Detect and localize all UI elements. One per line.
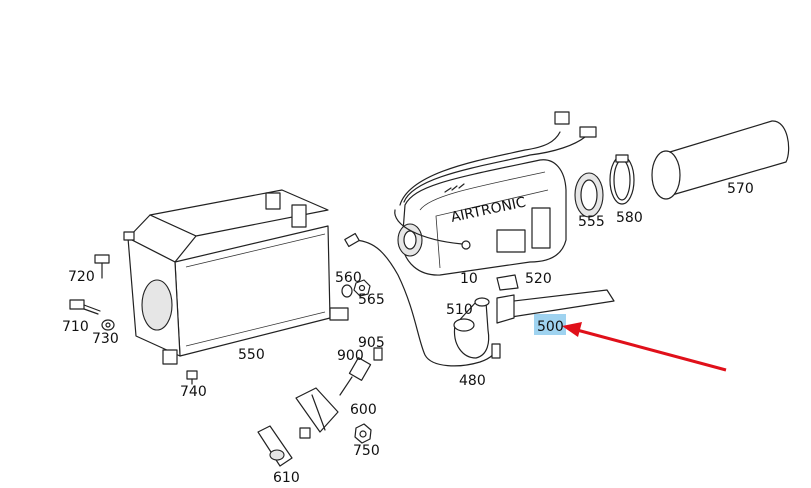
label-560: 560	[335, 270, 362, 286]
intake-hose-510[interactable]	[453, 297, 490, 359]
label-550: 550	[238, 347, 265, 363]
label-730: 730	[92, 331, 119, 347]
label-580: 580	[616, 210, 643, 226]
fuel-line-480[interactable]	[344, 232, 501, 367]
heater-unit-10[interactable]: AIRTRONIC	[394, 159, 567, 276]
part-500-highlight	[534, 314, 566, 335]
nut-750[interactable]	[354, 423, 372, 444]
air-duct-570[interactable]	[651, 120, 790, 200]
label-565: 565	[358, 292, 385, 308]
bolt-710[interactable]	[69, 299, 101, 315]
label-740: 740	[180, 384, 207, 400]
screw-720[interactable]	[94, 254, 110, 279]
clip-520[interactable]	[496, 274, 519, 291]
exhaust-pipe-500[interactable]	[496, 289, 615, 324]
fuel-pump-900[interactable]	[339, 357, 372, 396]
label-720: 720	[68, 269, 95, 285]
clamp-ring-555[interactable]	[574, 172, 604, 218]
hose-clamp-580[interactable]	[609, 154, 635, 205]
pump-bracket-600[interactable]	[295, 387, 339, 439]
label-570: 570	[727, 181, 754, 197]
washer-730[interactable]	[101, 319, 115, 331]
label-710: 710	[62, 319, 89, 335]
nut-565[interactable]	[353, 279, 371, 297]
label-480: 480	[459, 373, 486, 389]
screw-740[interactable]	[186, 370, 198, 385]
label-750: 750	[353, 443, 380, 459]
label-900: 900	[337, 348, 364, 364]
label-500[interactable]: 500	[537, 319, 564, 335]
label-510: 510	[446, 302, 473, 318]
label-905: 905	[358, 335, 385, 351]
mounting-bracket-550[interactable]	[123, 189, 349, 365]
label-520: 520	[525, 271, 552, 287]
grommet-560[interactable]	[341, 284, 353, 298]
red-pointer-arrow	[562, 322, 727, 372]
label-10: 10	[460, 271, 478, 287]
wiring-harness[interactable]	[399, 111, 597, 206]
holder-610[interactable]	[257, 425, 293, 467]
label-610: 610	[273, 470, 300, 486]
label-555: 555	[578, 214, 605, 230]
connector-905[interactable]	[373, 347, 383, 361]
label-600: 600	[350, 402, 377, 418]
